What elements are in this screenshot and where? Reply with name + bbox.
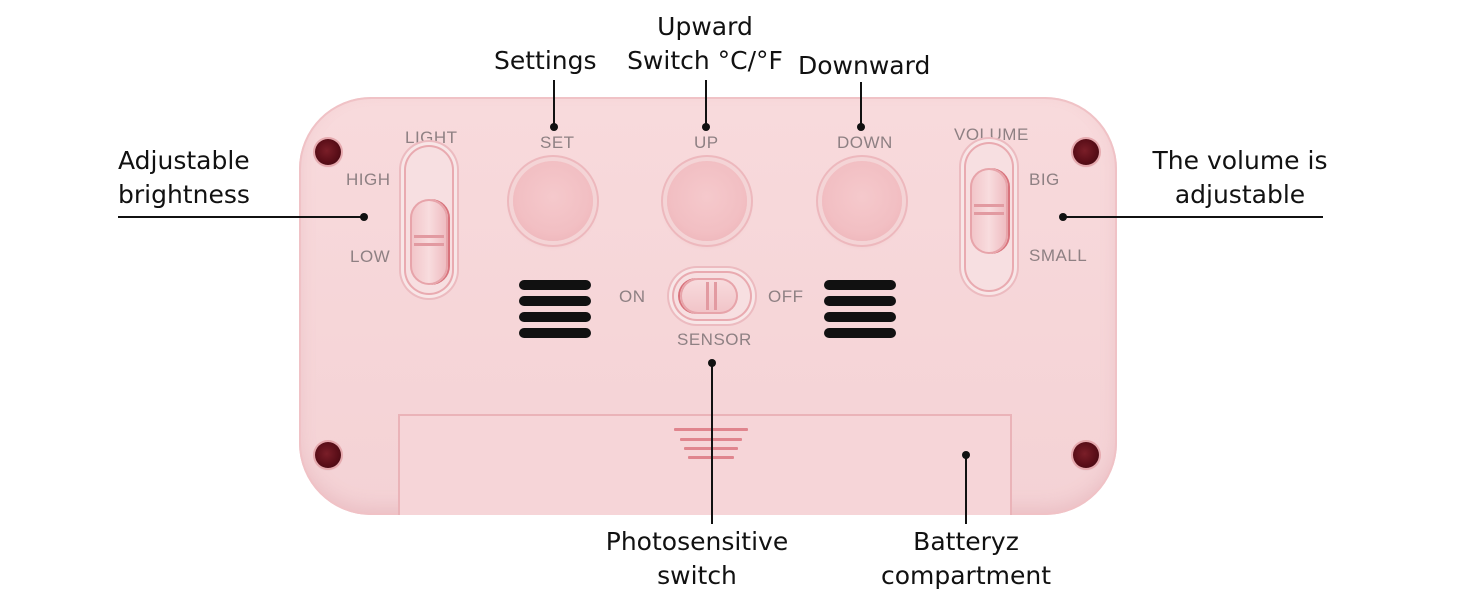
callout-upward-line1: Upward [657,12,753,41]
sensor-switch-knob[interactable] [680,278,738,314]
callout-brightness-line2: brightness [118,180,250,209]
set-button[interactable] [513,161,593,241]
leader-sensor-dot [708,359,716,367]
label-small: SMALL [1029,246,1088,265]
callout-photosensitive: Photosensitive switch [592,525,802,593]
leader-sensor [711,364,713,524]
leader-downward [860,82,862,126]
label-high: HIGH [346,170,391,189]
leader-volume [1064,216,1323,218]
brightness-slider-knob[interactable] [410,199,448,285]
label-off: OFF [768,287,804,306]
leader-upward-dot [702,123,710,131]
callout-downward: Downward [798,49,930,83]
callout-battery-line1: Batteryz [913,527,1019,556]
down-button[interactable] [822,161,902,241]
volume-slider[interactable] [964,142,1014,292]
label-on: ON [619,287,646,306]
label-big: BIG [1029,170,1060,189]
callout-upward: Upward Switch °C/°F [612,10,798,78]
callout-photosensitive-line1: Photosensitive [605,527,789,556]
leader-brightness [118,216,366,218]
callout-brightness-line1: Adjustable [118,146,250,175]
label-low: LOW [350,247,391,266]
leader-battery-dot [962,451,970,459]
callout-brightness: Adjustable brightness [118,144,250,212]
leader-settings [553,80,555,126]
label-down: DOWN [837,133,893,152]
leader-settings-dot [550,123,558,131]
up-button[interactable] [667,161,747,241]
leader-upward [705,80,707,126]
volume-slider-knob[interactable] [970,168,1008,254]
leader-brightness-dot [360,213,368,221]
leader-downward-dot [857,123,865,131]
label-set: SET [540,133,575,152]
callout-volume-line2: adjustable [1174,180,1306,209]
callout-volume-line1: The volume is [1152,146,1328,175]
screw-top-left [315,139,341,165]
label-sensor: SENSOR [677,330,752,349]
callout-volume: The volume is adjustable [1130,144,1350,212]
callout-settings-text: Settings [494,46,597,75]
callout-photosensitive-line2: switch [657,561,737,590]
screw-bottom-left [315,442,341,468]
label-volume: VOLUME [954,125,1029,144]
callout-battery-line2: compartment [880,561,1052,590]
callout-upward-line2: Switch °C/°F [627,46,783,75]
label-light: LIGHT [405,128,458,147]
brightness-slider[interactable] [404,145,454,295]
screw-bottom-right [1073,442,1099,468]
label-up: UP [694,133,719,152]
leader-battery [965,456,967,524]
leader-volume-dot [1059,213,1067,221]
callout-settings: Settings [494,44,597,78]
callout-battery: Batteryz compartment [866,525,1066,593]
callout-downward-text: Downward [798,51,931,80]
screw-top-right [1073,139,1099,165]
sensor-switch[interactable] [672,271,752,321]
